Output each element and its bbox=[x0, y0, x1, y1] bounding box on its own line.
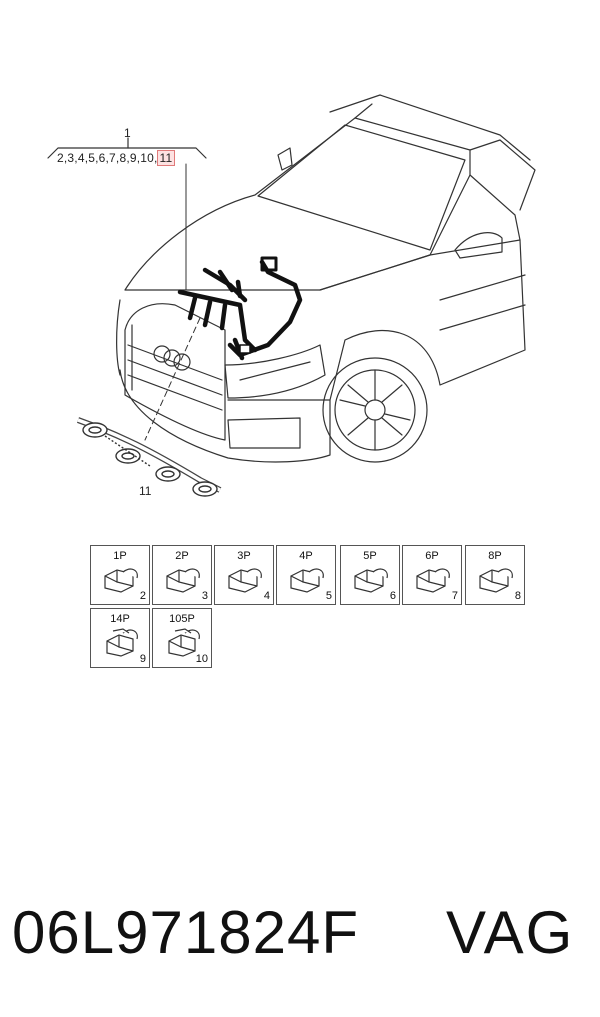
part-number: 06L971824F bbox=[12, 899, 359, 966]
headlight bbox=[224, 344, 326, 399]
connector-code: 6P bbox=[425, 550, 439, 562]
connector-number: 8 bbox=[514, 590, 521, 602]
logo-ring bbox=[153, 345, 171, 363]
connector-code: 14P bbox=[110, 613, 130, 625]
leader-line-harness bbox=[144, 317, 201, 441]
connector-number: 3 bbox=[201, 590, 208, 602]
connector-tile: 3P 4 bbox=[214, 545, 274, 605]
connector-tile: 8P 8 bbox=[465, 545, 525, 605]
side-mirror bbox=[454, 232, 503, 259]
connector-number: 7 bbox=[451, 590, 458, 602]
car-hood bbox=[124, 117, 471, 291]
connector-code: 2P bbox=[175, 550, 189, 562]
connector-number: 5 bbox=[325, 590, 332, 602]
connector-tile: 6P 7 bbox=[402, 545, 462, 605]
connector-plug-icon bbox=[416, 568, 450, 593]
car-roof-line bbox=[329, 94, 531, 161]
connector-tile: 105P 10 bbox=[152, 608, 212, 668]
connector-code: 3P bbox=[237, 550, 251, 562]
connector-plug-icon bbox=[106, 628, 138, 657]
connector-plug-icon bbox=[290, 568, 324, 593]
connector-tile: 14P 9 bbox=[90, 608, 150, 668]
front-wheel bbox=[322, 357, 428, 463]
brand-name: VAG bbox=[446, 899, 575, 966]
connector-plug-icon bbox=[354, 568, 388, 593]
front-grille bbox=[124, 303, 226, 441]
connector-tile: 1P 2 bbox=[90, 545, 150, 605]
connector-number: 10 bbox=[195, 653, 208, 665]
connector-tile: 5P 6 bbox=[340, 545, 400, 605]
connector-code: 4P bbox=[299, 550, 313, 562]
connector-tile: 2P 3 bbox=[152, 545, 212, 605]
front-bumper bbox=[119, 369, 331, 463]
callout-list-prefix: 2,3,4,5,6,7,8,9,10, bbox=[57, 151, 158, 165]
front-fender bbox=[319, 239, 526, 401]
connector-tile: 4P 5 bbox=[276, 545, 336, 605]
callout-label-1: 1 bbox=[124, 126, 131, 140]
windshield bbox=[257, 124, 466, 251]
car-wiring-diagram bbox=[47, 94, 536, 497]
callout-list-highlight: 11 bbox=[156, 150, 176, 166]
connector-plug-icon bbox=[479, 568, 513, 593]
sensor-harness-part-11 bbox=[76, 417, 222, 497]
callout-part-list: 2,3,4,5,6,7,8,9,10,11 bbox=[57, 150, 176, 166]
connector-plug-icon bbox=[228, 568, 262, 593]
connector-code: 8P bbox=[488, 550, 502, 562]
callout-bracket bbox=[47, 147, 207, 159]
connector-code: 105P bbox=[169, 613, 195, 625]
connector-number: 6 bbox=[389, 590, 396, 602]
connector-plug-icon bbox=[104, 568, 138, 593]
connector-code: 1P bbox=[113, 550, 127, 562]
connector-number: 9 bbox=[139, 653, 146, 665]
connector-plug-icon bbox=[168, 628, 200, 657]
connector-number: 4 bbox=[263, 590, 270, 602]
engine-wiring-harness bbox=[177, 256, 303, 361]
connector-plug-icon bbox=[166, 568, 200, 593]
connector-code: 5P bbox=[363, 550, 377, 562]
connector-number: 2 bbox=[139, 590, 146, 602]
callout-label-11: 11 bbox=[139, 484, 152, 498]
